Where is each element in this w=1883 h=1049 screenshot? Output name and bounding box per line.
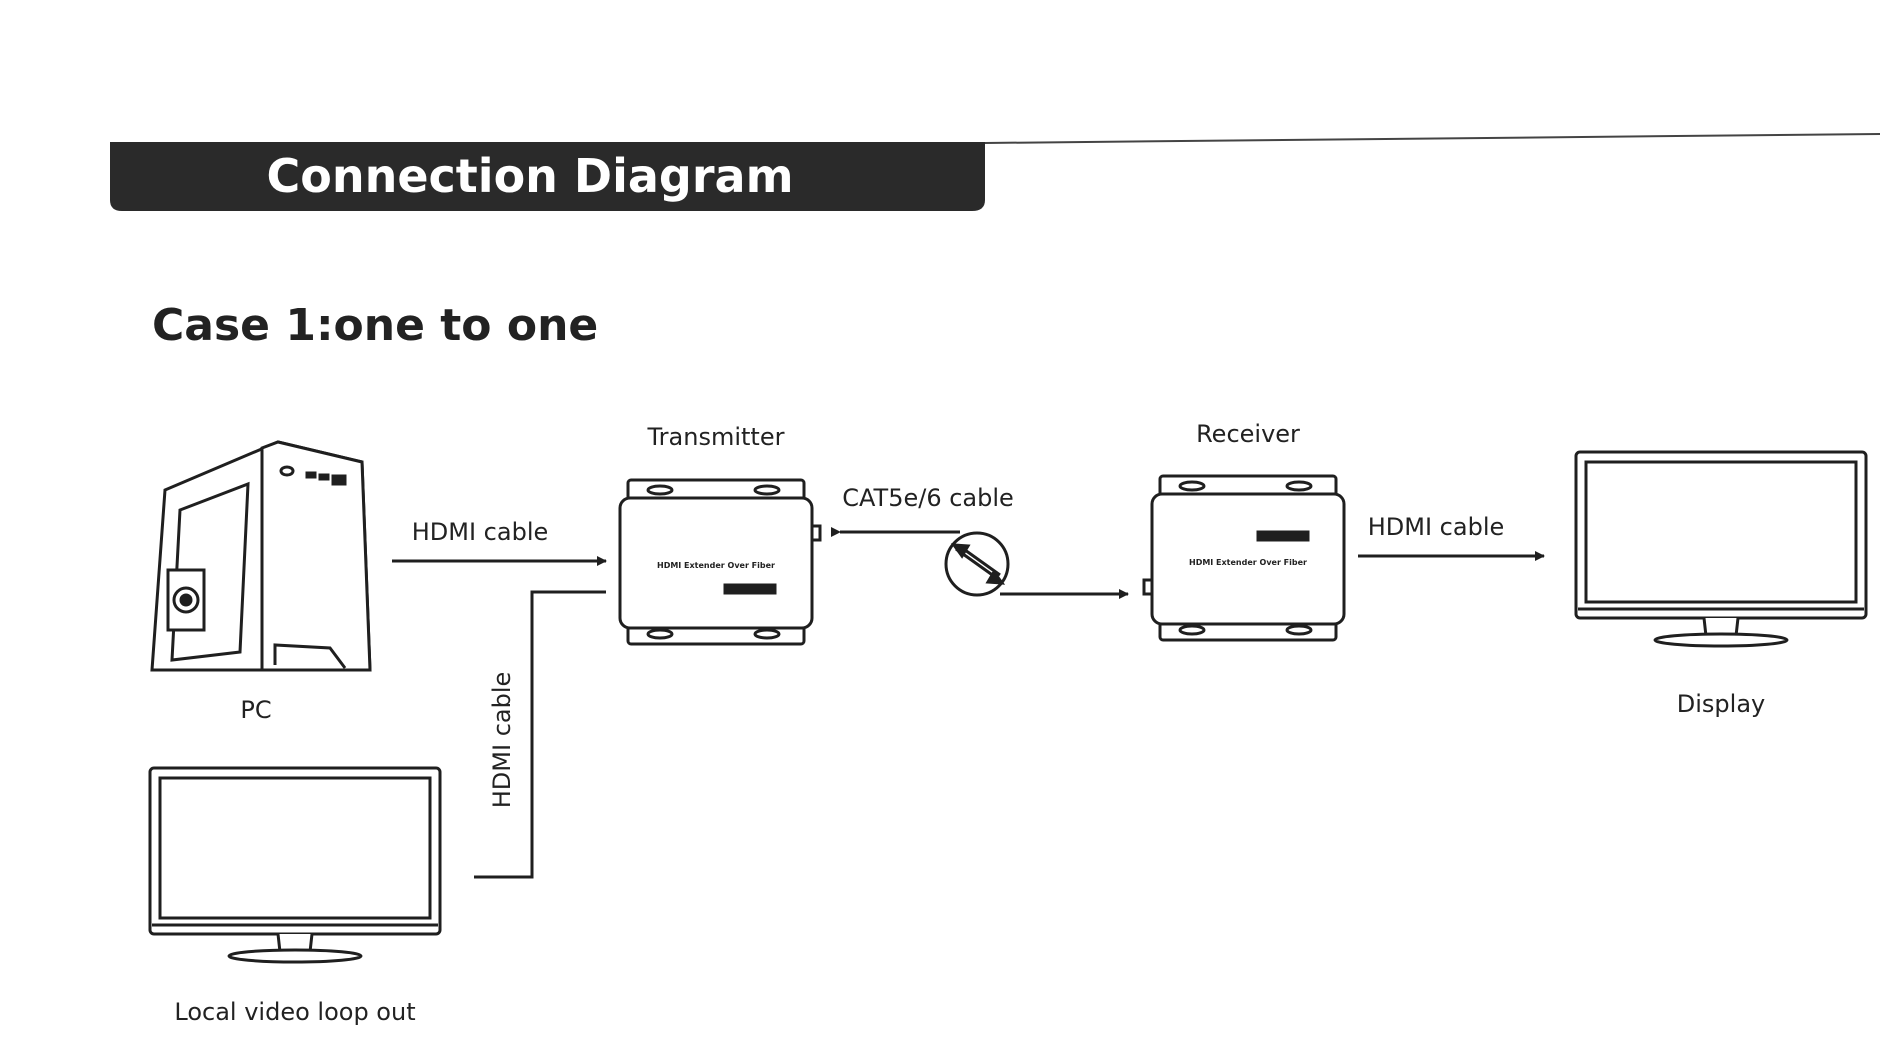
local-loop-out-label: Local video loop out	[174, 998, 415, 1026]
cat5e-cable-label: CAT5e/6 cable	[842, 484, 1014, 512]
display-label: Display	[1677, 690, 1765, 718]
header-rule	[984, 133, 1881, 144]
loop-out-cable-line	[474, 590, 606, 879]
pc-to-transmitter-cable-label: HDMI cable	[412, 518, 549, 546]
page-title: Connection Diagram	[266, 149, 793, 203]
receiver-extender-box	[1142, 474, 1346, 642]
loop-out-cable-label: HDMI cable	[488, 672, 516, 809]
transmitter-panel-text: HDMI Extender Over Fiber	[657, 561, 775, 570]
receiver-panel-text: HDMI Extender Over Fiber	[1189, 558, 1307, 567]
transmitter-label: Transmitter	[647, 423, 785, 451]
bidirectional-link-icon	[944, 531, 1010, 597]
pc-label: PC	[240, 696, 271, 724]
receiver-label: Receiver	[1196, 420, 1300, 448]
case-title: Case 1:one to one	[152, 300, 598, 351]
receiver-to-display-cable-label: HDMI cable	[1368, 513, 1505, 541]
desktop-tower-icon	[150, 440, 372, 672]
monitor-icon	[1574, 450, 1868, 648]
header-bar: Connection Diagram	[110, 133, 1881, 211]
header-bar-shape	[110, 142, 985, 211]
transmitter-extender-box	[618, 478, 822, 646]
monitor-icon	[148, 766, 442, 964]
